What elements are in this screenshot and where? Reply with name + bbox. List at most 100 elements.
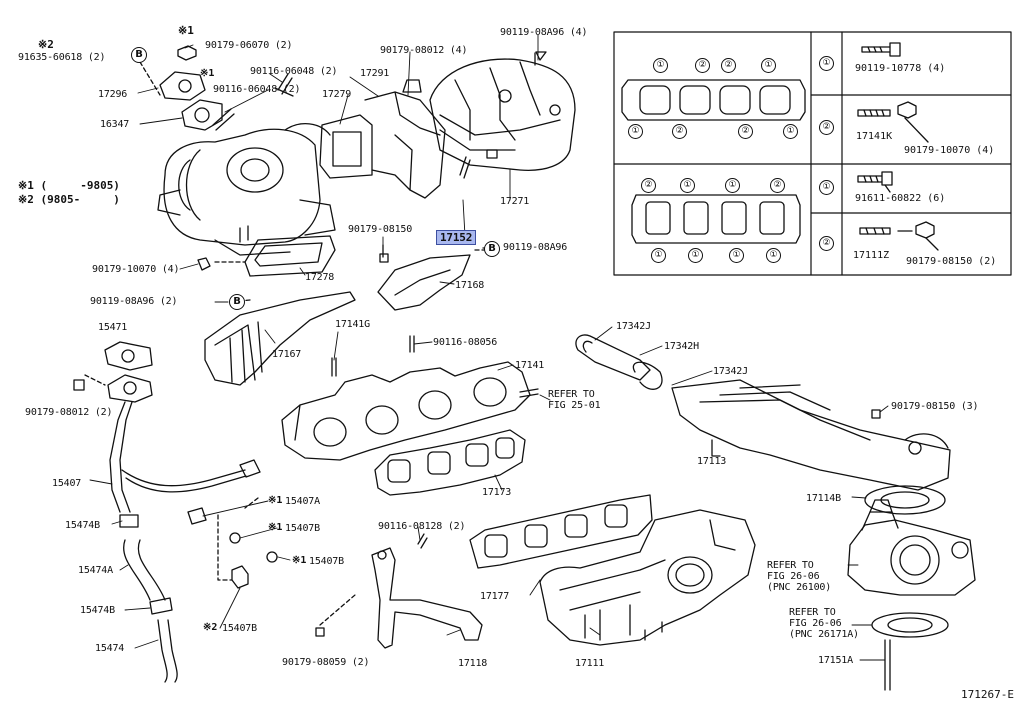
gasket-mark-13: ① (651, 248, 666, 263)
gasket-mark-16: ① (766, 248, 781, 263)
gasket-17177-drawing (469, 494, 653, 569)
callout-90119-08A96-a: 90119-08A96 (4) (500, 27, 588, 38)
callout-17278: 17278 (305, 272, 335, 283)
callout-90119-08A96-b: 90119-08A96 (503, 242, 568, 253)
table-hardware-icons (857, 42, 939, 251)
callout-90179-08059: 90179-08059 (2) (282, 657, 370, 668)
callout-90116-08056: 90116-08056 (433, 337, 498, 348)
callout-90179-08150-a: 90179-08150 (348, 224, 413, 235)
insulator-17168-drawing (377, 244, 489, 311)
gasket-mark-7: ② (738, 124, 753, 139)
callout-17342J-b: 17342J (713, 366, 748, 377)
note-1-range: ※1 ( -9805) (18, 179, 120, 192)
gasket-17114B-drawing (864, 409, 946, 515)
note-mark-1-d: ※1 (268, 522, 283, 533)
callout-15407: 15407 (52, 478, 82, 489)
note-mark-2: ※2 (38, 38, 54, 51)
table-part-90179-08150: 90179-08150 (2) (906, 256, 997, 267)
table-row-key-4: ② (819, 236, 834, 251)
callout-15474B-a: 15474B (65, 520, 100, 531)
gasket-mark-1: ① (653, 58, 668, 73)
callout-17141: 17141 (515, 360, 545, 371)
gasket-17278-drawing (197, 235, 336, 277)
heat-insulator-drawing (429, 51, 576, 179)
note-mark-1-e: ※1 (292, 555, 307, 566)
callout-90179-08012-a: 90179-08012 (4) (380, 45, 468, 56)
callout-90119-08A96-c: 90119-08A96 (2) (90, 296, 178, 307)
oil-pipe-drawing (73, 341, 278, 683)
table-row-key-3: ① (819, 180, 834, 195)
exhaust-manifold-drawing (281, 335, 539, 461)
table-part-90119-10778: 90119-10778 (4) (855, 63, 946, 74)
gasket-mark-10: ① (680, 178, 695, 193)
callout-90179-10070: 90179-10070 (4) (92, 264, 180, 275)
top-left-small-parts (139, 45, 294, 131)
refer-fig-26-06-b-line2: FIG 26-06 (789, 618, 842, 629)
note-2-range: ※2 (9805- ) (18, 193, 120, 206)
callout-90179-08150-b: 90179-08150 (3) (891, 401, 979, 412)
callout-17113: 17113 (697, 456, 727, 467)
callout-17111: 17111 (575, 658, 605, 669)
table-part-90179-10070: 90179-10070 (4) (904, 145, 995, 156)
gasket-mark-8: ① (783, 124, 798, 139)
callout-15474B-b: 15474B (80, 605, 115, 616)
turbine-elbow-drawing (319, 79, 446, 199)
callout-15407B-b: 15407B (309, 556, 344, 567)
callout-17141G: 17141G (335, 319, 370, 330)
callout-17296: 17296 (98, 89, 128, 100)
callout-17167: 17167 (272, 349, 302, 360)
callout-17168: 17168 (455, 280, 485, 291)
table-row-key-2: ② (819, 120, 834, 135)
refer-fig-26-06-a-line1: REFER TO (767, 560, 814, 571)
callout-17152-highlighted[interactable]: 17152 (436, 230, 477, 245)
throttle-body-drawing (847, 499, 976, 596)
b-marker-icon: B (229, 294, 245, 310)
callout-17177: 17177 (480, 591, 510, 602)
insulator-17167-drawing (204, 291, 356, 386)
gasket-mark-15: ① (729, 248, 744, 263)
callout-90116-06048-b: 90116-06048 (2) (213, 84, 301, 95)
callout-15474A: 15474A (78, 565, 113, 576)
diagram-id: 171267-E (961, 688, 1014, 701)
callout-15407A: 15407A (285, 496, 320, 507)
gasket-mark-4: ① (761, 58, 776, 73)
callout-17291: 17291 (360, 68, 390, 79)
table-part-17141K: 17141K (856, 131, 893, 142)
callout-17342J-a: 17342J (616, 321, 651, 332)
callout-16347: 16347 (100, 119, 130, 130)
gasket-mark-14: ① (688, 248, 703, 263)
refer-fig-26-06-b-line3: (PNC 26171A) (789, 629, 859, 640)
note-mark-2-b: ※2 (203, 622, 218, 633)
callout-15474: 15474 (95, 643, 125, 654)
callout-90179-06070: 90179-06070 (2) (205, 40, 293, 51)
callout-17173: 17173 (482, 487, 512, 498)
gasket-mark-6: ② (672, 124, 687, 139)
b-marker-icon: B (484, 241, 500, 257)
note-mark-1-c: ※1 (268, 495, 283, 506)
callout-17271: 17271 (500, 196, 530, 207)
callout-90116-08128: 90116-08128 (2) (378, 521, 466, 532)
callout-17279: 17279 (322, 89, 352, 100)
note-mark-1: ※1 (178, 24, 194, 37)
b-marker-icon: B (131, 47, 147, 63)
callout-17151A: 17151A (818, 655, 853, 666)
callout-17118: 17118 (458, 658, 488, 669)
table-row-key-1: ① (819, 56, 834, 71)
gasket-mark-2: ② (695, 58, 710, 73)
callout-91635-60618: 91635-60618 (2) (18, 52, 106, 63)
refer-fig-26-06-a-line2: FIG 26-06 (767, 571, 820, 582)
bracket-17118-drawing (315, 533, 483, 649)
intake-manifold-drawing (539, 509, 756, 646)
refer-fig-26-06-b-line1: REFER TO (789, 607, 836, 618)
outlet-pipe-drawing (575, 334, 951, 491)
callout-15407B-c: 15407B (222, 623, 257, 634)
callout-15407B-a: 15407B (285, 523, 320, 534)
refer-fig-25-01-line2: FIG 25-01 (548, 400, 601, 411)
refer-fig-25-01-line1: REFER TO (548, 389, 595, 400)
gasket-mark-5: ① (628, 124, 643, 139)
refer-fig-26-06-a-line3: (PNC 26100) (767, 582, 832, 593)
table-part-17111Z: 17111Z (853, 250, 890, 261)
gasket-mark-11: ① (725, 178, 740, 193)
gasket-mark-3: ② (721, 58, 736, 73)
